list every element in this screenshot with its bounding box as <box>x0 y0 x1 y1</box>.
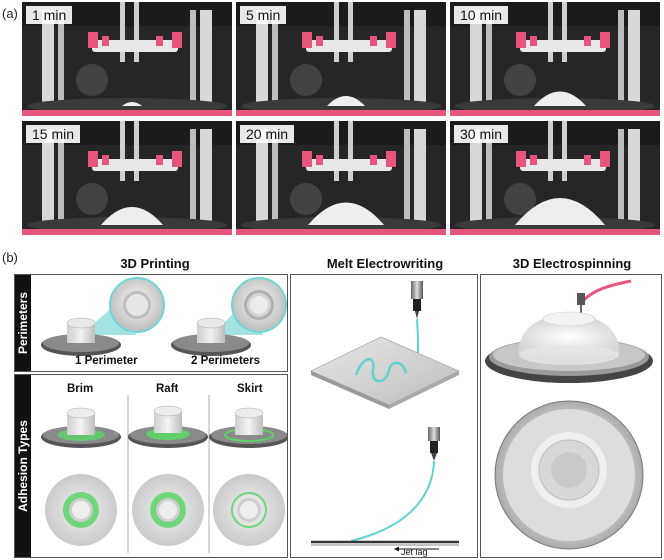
time-label: 15 min <box>26 125 81 143</box>
perimeters-tab: Perimeters <box>15 275 31 371</box>
raft-part <box>128 405 208 448</box>
time-label: 1 min <box>26 6 73 24</box>
adhesion-illustration <box>41 395 287 553</box>
printing-title: 3D Printing <box>120 256 190 271</box>
two-perimeters-part <box>171 277 287 356</box>
raft-top-view <box>132 474 204 546</box>
perimeters-box: Perimeters <box>14 274 288 372</box>
skirt-top-view <box>213 474 285 546</box>
panel-a-letter: (a) <box>2 6 18 21</box>
photo-frame: 10 min <box>450 2 660 116</box>
raft-label: Raft <box>156 383 179 395</box>
spinning-box <box>480 274 662 558</box>
spinning-title: 3D Electrospinning <box>512 256 632 271</box>
perimeters-tab-label: Perimeters <box>16 291 31 355</box>
perimeters-illustration <box>41 277 287 356</box>
skirt-part <box>209 407 287 448</box>
brim-top-view <box>45 474 117 546</box>
skirt-label: Skirt <box>237 383 263 395</box>
mew-title: Melt Electrowriting <box>326 256 444 271</box>
brim-label: Brim <box>67 383 94 395</box>
time-label: 5 min <box>240 6 287 24</box>
mew-box: Jet lag <box>290 274 478 558</box>
photo-frame: 5 min <box>236 2 446 116</box>
photo-frame: 1 min <box>22 2 232 116</box>
one-perimeter-part <box>41 277 165 356</box>
one-perimeter-label: 1 Perimeter <box>75 355 138 367</box>
two-perimeters-label: 2 Perimeters <box>191 355 261 367</box>
time-label: 20 min <box>240 125 295 143</box>
spinning-illustration <box>485 279 653 550</box>
printer-photo <box>450 121 660 235</box>
photo-frame: 15 min <box>22 121 232 235</box>
time-label: 10 min <box>454 6 509 24</box>
jet-lag-label: Jet lag <box>401 547 428 557</box>
mew-illustration <box>310 281 460 552</box>
brim-part <box>41 407 121 448</box>
panel-b-letter: (b) <box>2 250 18 265</box>
adhesion-tab: Adhesion Types <box>15 375 31 557</box>
adhesion-tab-label: Adhesion Types <box>16 420 31 512</box>
time-label: 30 min <box>454 125 509 143</box>
adhesion-box: Adhesion Types Brim Raft Skirt <box>14 374 288 558</box>
photo-frame: 20 min <box>236 121 446 235</box>
photo-frame: 30 min <box>450 121 660 235</box>
